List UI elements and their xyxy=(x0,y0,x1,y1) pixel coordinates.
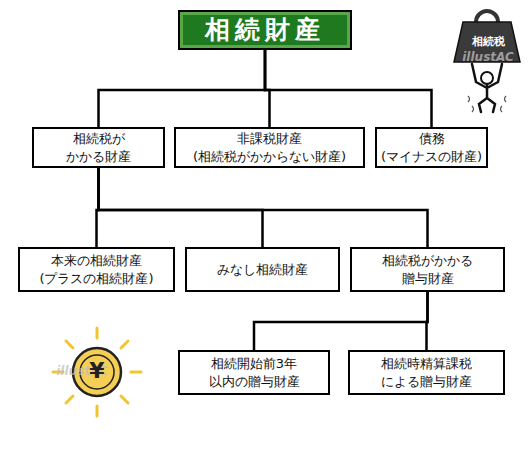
box-text: 債務 (マイナスの財産) xyxy=(377,130,486,165)
connector-line xyxy=(99,168,263,247)
box-text: 相続開始前3年 以内の贈与財産 xyxy=(202,355,306,390)
weight-label: 相続税 xyxy=(455,34,521,49)
yen-symbol: ¥ xyxy=(77,358,117,383)
category-box: 相続開始前3年 以内の贈与財産 xyxy=(178,350,330,395)
person-figure xyxy=(472,64,502,112)
box-text: 相続税が かかる財産 xyxy=(53,130,145,165)
connector-line xyxy=(99,50,266,127)
watermark: illustAC xyxy=(42,364,122,378)
category-box: みなし相続財産 xyxy=(185,247,340,292)
category-box: 相続時精算課税 による贈与財産 xyxy=(348,350,505,395)
category-box: 債務 (マイナスの財産) xyxy=(375,127,488,168)
title-text: 相続財産 xyxy=(205,16,325,44)
box-text: 非課税財産 (相続税がかからない財産) xyxy=(184,130,356,165)
person-head xyxy=(481,72,493,84)
title-box: 相続財産 xyxy=(178,10,352,50)
connector-line xyxy=(99,168,428,247)
category-box: 本来の相続財産 (プラスの相続財産) xyxy=(18,247,175,292)
box-text: 相続時精算課税 による贈与財産 xyxy=(375,355,479,390)
box-text: 相続税がかかる 贈与財産 xyxy=(378,252,478,287)
watermark: illustAC xyxy=(450,50,526,64)
box-text: みなし相続財産 xyxy=(217,261,308,279)
weight-handle xyxy=(476,11,498,22)
sweat-marks xyxy=(468,96,506,112)
connector-line xyxy=(265,50,432,127)
connector-line xyxy=(254,292,428,350)
category-box: 相続税がかかる 贈与財産 xyxy=(350,247,505,292)
connector-line xyxy=(427,292,428,350)
box-text: 本来の相続財産 (プラスの相続財産) xyxy=(27,252,167,287)
category-box: 非課税財産 (相続税がかからない財産) xyxy=(174,127,365,168)
category-box: 相続税が かかる財産 xyxy=(32,127,165,168)
